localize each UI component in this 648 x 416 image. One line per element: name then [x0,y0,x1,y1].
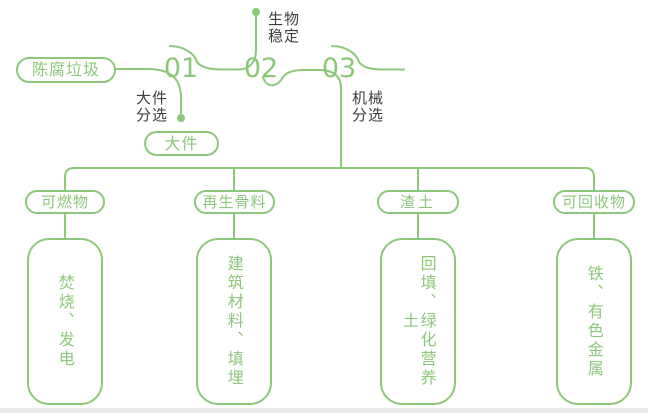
output-pill-combustibles: 可燃物 [25,190,105,214]
source-node-label: 陈腐垃圾 [31,60,100,79]
detail-text: 建筑材料、填埋 [224,255,244,388]
branch-dot-bio [252,8,260,16]
detail-box-combustibles: 焚烧、发电 [27,238,103,405]
detail-box-recycled-aggregate: 建筑材料、填埋 [196,238,272,405]
process-label-bio-stabilization: 生物稳定 [268,10,301,45]
line-step01-to-step02 [169,15,257,71]
detail-text: 铁、有色金属 [584,264,604,379]
source-node-pill: 陈腐垃圾 [16,57,116,83]
branch-dot-bulky [177,114,185,122]
output-pill-label: 可燃物 [40,192,89,211]
output-pill-label: 可回收物 [561,192,626,211]
output-pill-recycled-aggregate: 再生骨料 [194,190,275,214]
bottom-edge-strip [0,408,648,413]
step-number-01: 01 [163,53,199,84]
detail-box-recyclables: 铁、有色金属 [556,238,632,405]
line-step02-to-step03 [262,69,342,169]
step-number-02: 02 [243,53,279,84]
output-pill-recyclables: 可回收物 [553,190,635,214]
output-pill-label: 渣土 [399,192,436,211]
process-label-bulky-sorting: 大件分选 [136,89,169,124]
process-label-mechanical-sorting: 机械分选 [352,89,385,124]
line-source-to-step01 [115,68,182,114]
distribution-bar [64,167,595,191]
output-pill-slag-soil: 渣土 [377,190,459,214]
bulky-item-node-pill: 大件 [144,131,219,156]
detail-text: 回填、绿化营养土 [400,255,437,388]
detail-box-slag-soil: 回填、绿化营养土 [380,238,456,405]
step-number-03: 03 [321,53,357,84]
bulky-item-label: 大件 [164,133,199,153]
line-step03-tail [331,45,405,71]
output-pill-label: 再生骨料 [202,192,267,211]
detail-text: 焚烧、发电 [55,274,75,369]
